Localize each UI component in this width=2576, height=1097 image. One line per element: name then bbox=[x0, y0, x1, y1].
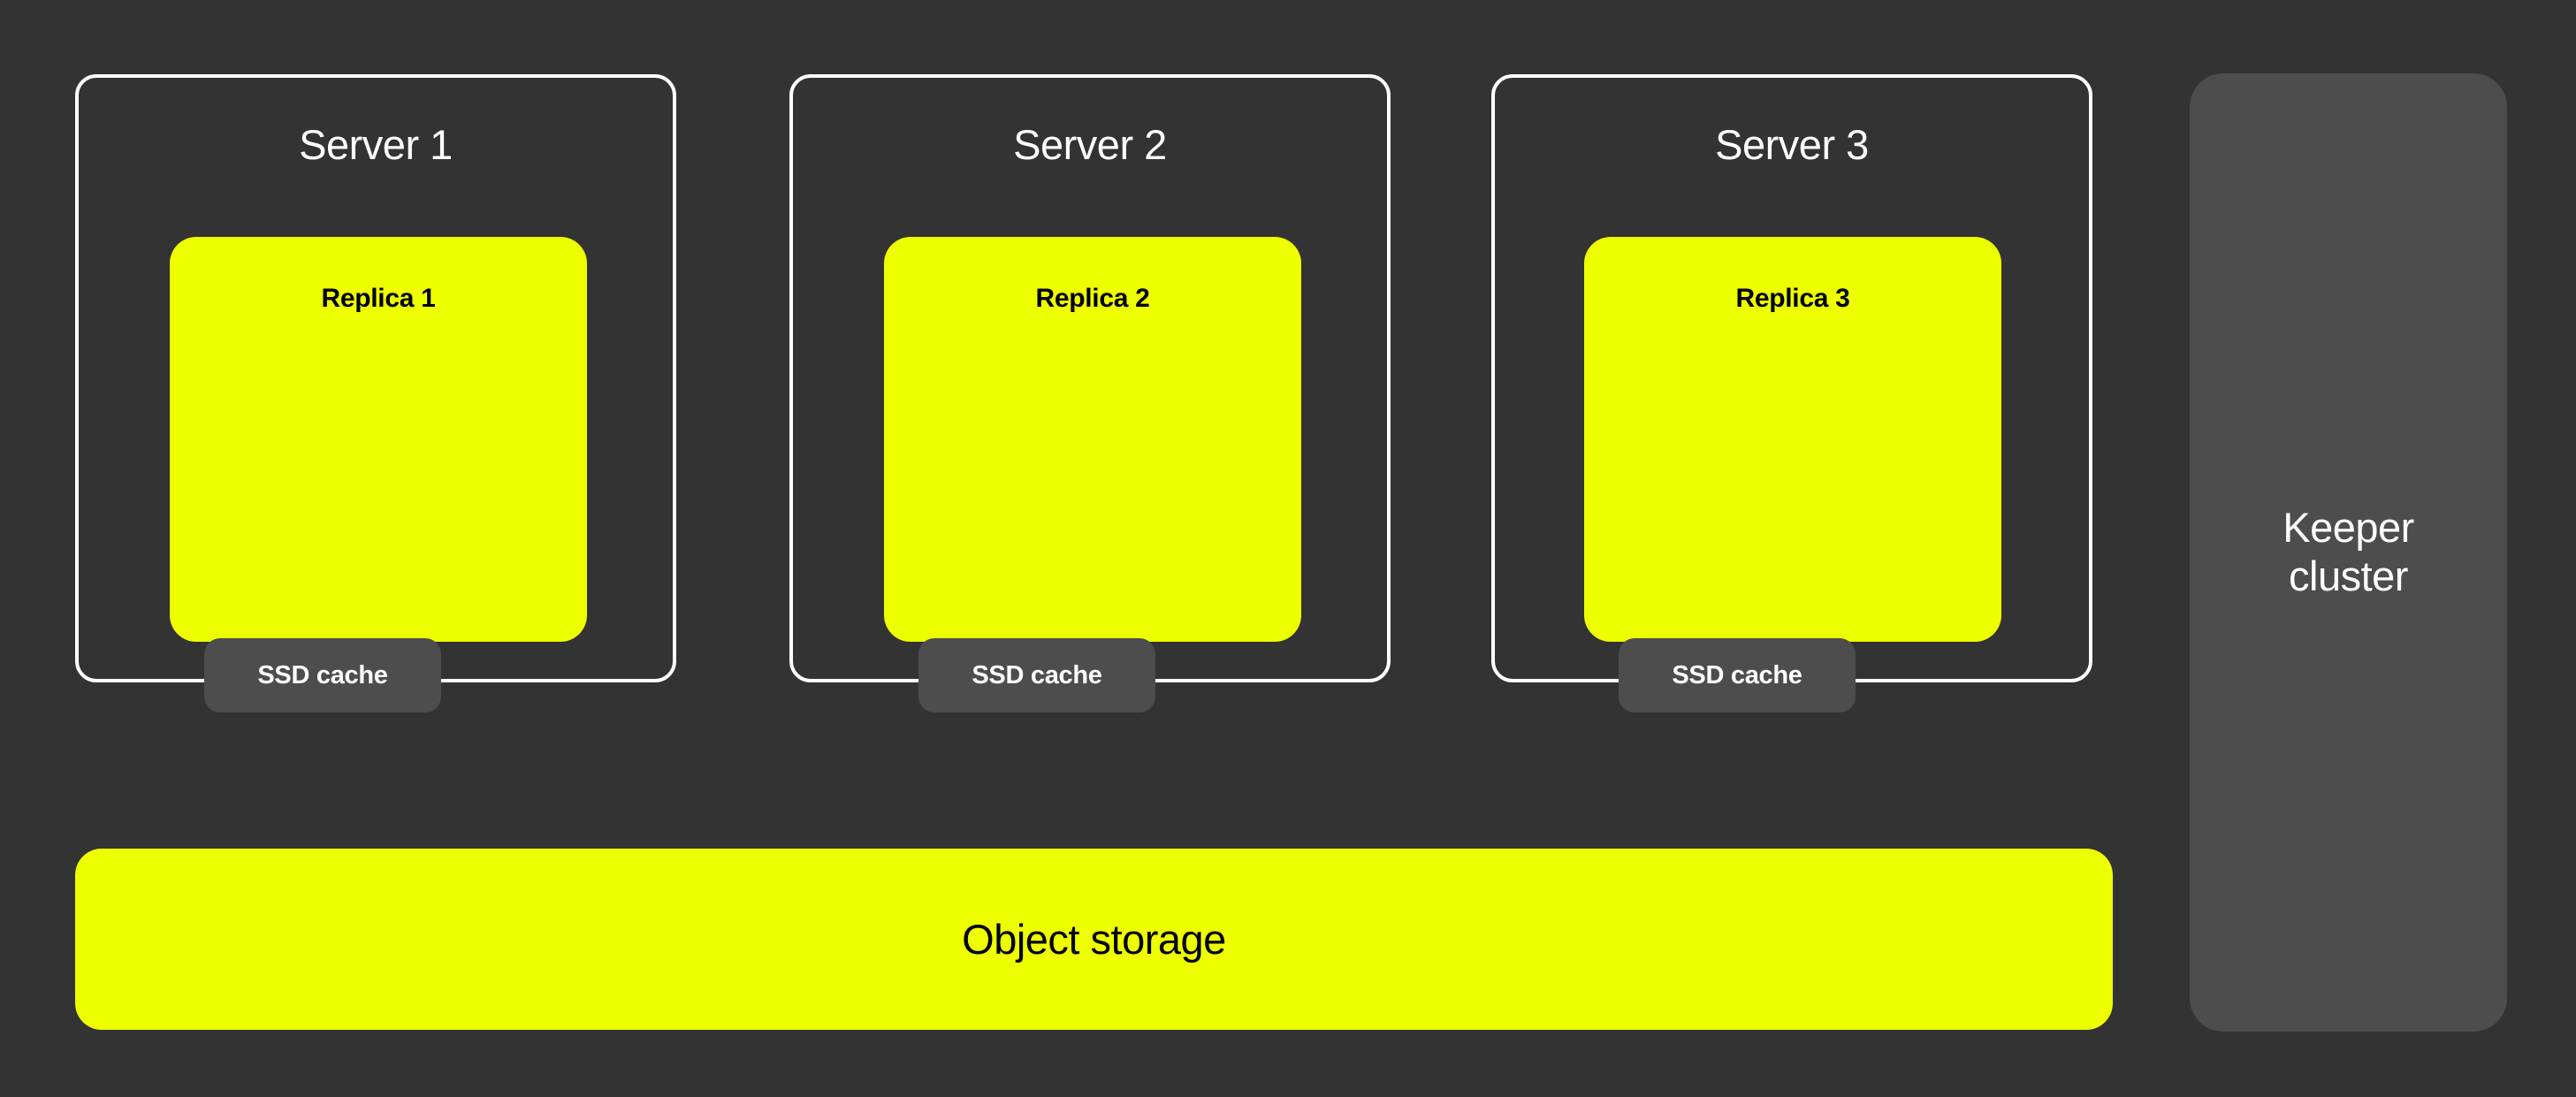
keeper-cluster-label: Keeper cluster bbox=[2283, 504, 2414, 601]
replica-box-3: Replica 3 bbox=[1584, 237, 2001, 642]
ssd-cache-box-2: SSD cache bbox=[918, 638, 1155, 712]
ssd-cache-label-1: SSD cache bbox=[257, 660, 388, 689]
object-storage-box: Object storage bbox=[75, 849, 2113, 1030]
replica-box-2: Replica 2 bbox=[884, 237, 1301, 642]
server-title-1: Server 1 bbox=[299, 121, 453, 168]
ssd-cache-label-2: SSD cache bbox=[972, 660, 1102, 689]
ssd-cache-box-1: SSD cache bbox=[204, 638, 441, 712]
replica-label-1: Replica 1 bbox=[321, 284, 436, 313]
server-title-2: Server 2 bbox=[1013, 121, 1167, 168]
replica-label-3: Replica 3 bbox=[1735, 284, 1850, 313]
keeper-cluster-label-line-1: Keeper bbox=[2283, 504, 2414, 552]
keeper-cluster-label-line-2: cluster bbox=[2289, 552, 2408, 599]
object-storage-label: Object storage bbox=[962, 916, 1226, 963]
replica-box-1: Replica 1 bbox=[170, 237, 587, 642]
ssd-cache-label-3: SSD cache bbox=[1672, 660, 1802, 689]
ssd-cache-box-3: SSD cache bbox=[1619, 638, 1856, 712]
server-title-3: Server 3 bbox=[1715, 121, 1869, 168]
replica-label-2: Replica 2 bbox=[1035, 284, 1150, 313]
keeper-cluster-box: Keeper cluster bbox=[2190, 73, 2507, 1032]
